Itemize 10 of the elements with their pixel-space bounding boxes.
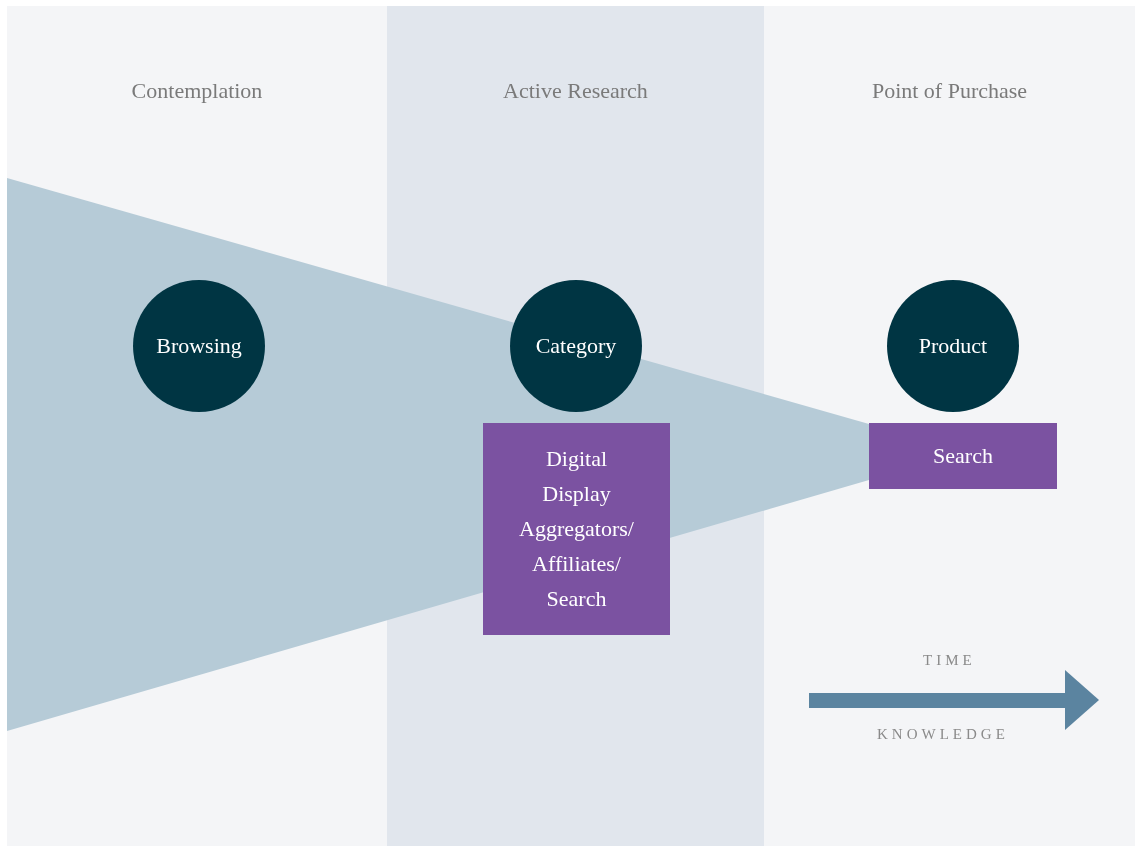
stage-heading: Contemplation	[130, 78, 264, 104]
axis-label: KNOWLEDGE	[877, 726, 1009, 743]
axis-label: TIME	[923, 652, 976, 669]
stage-heading: Point of Purchase	[870, 78, 1029, 104]
stage-heading: Active Research	[502, 78, 649, 104]
channel-box: Search	[869, 423, 1057, 489]
stage-circle: Product	[887, 280, 1019, 412]
stage-circle: Category	[510, 280, 642, 412]
channel-box: Digital Display Aggregators/ Affiliates/ Search	[483, 423, 670, 635]
stage-column	[764, 6, 1135, 846]
